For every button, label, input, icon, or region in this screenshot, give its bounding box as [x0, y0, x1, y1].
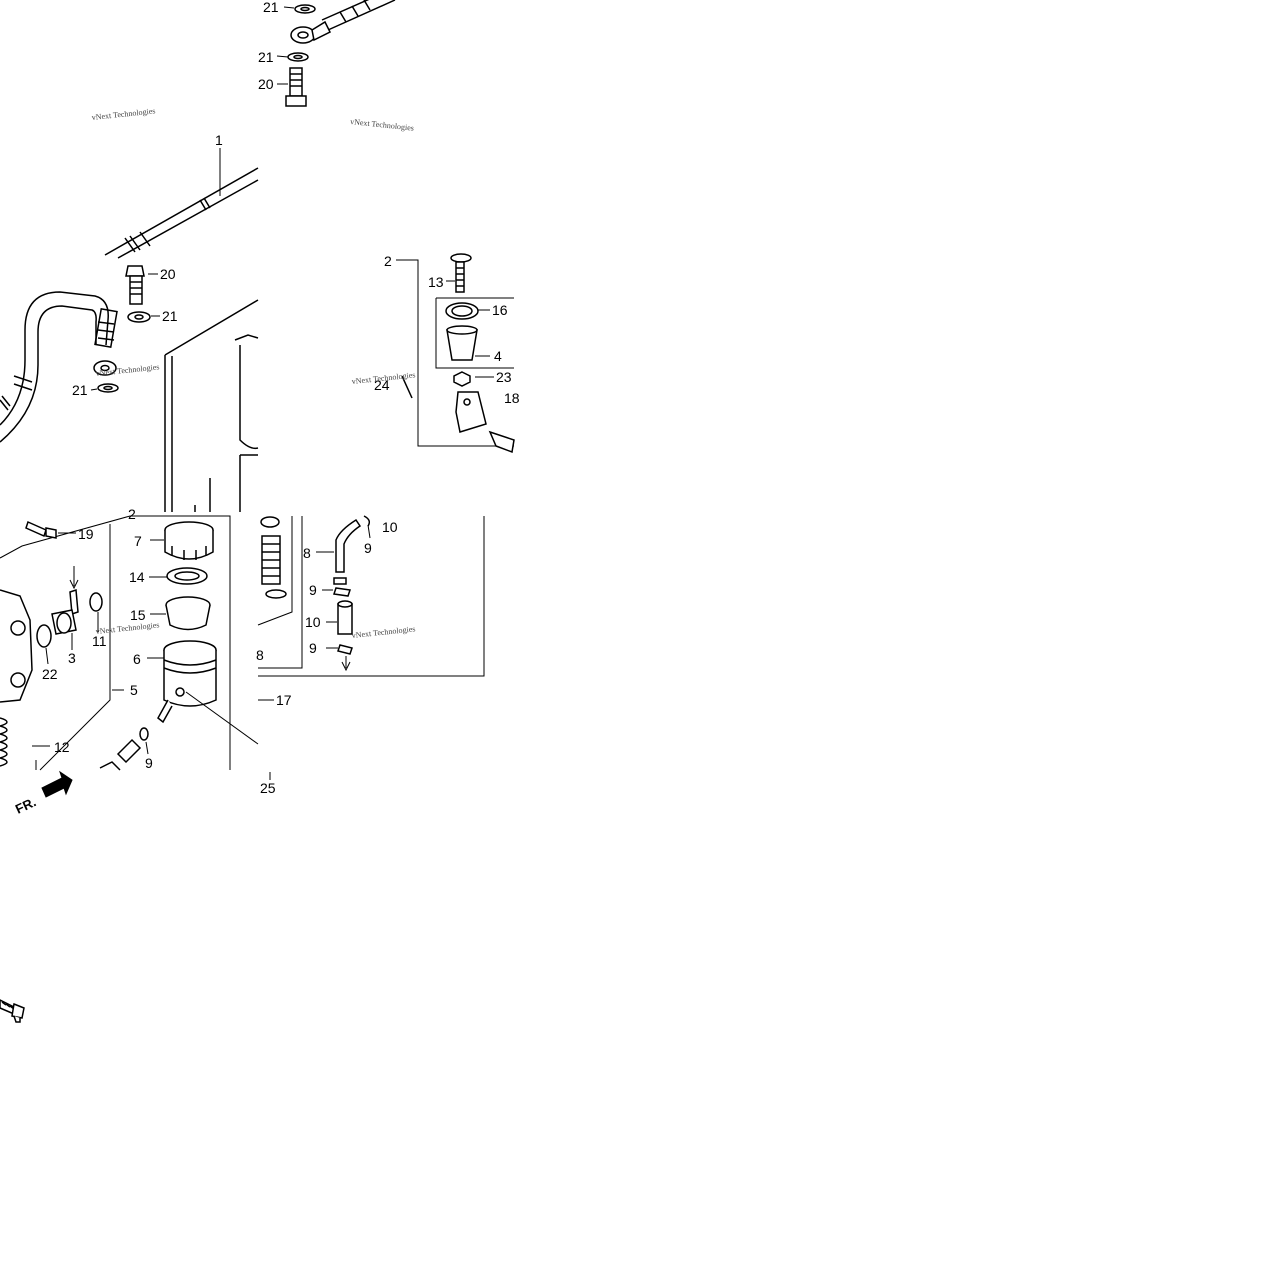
reservoir-cap-part	[164, 521, 214, 631]
panel-hose-routing: 20 21 21 vNext Technologies	[0, 265, 259, 512]
pushrod-part	[401, 253, 515, 454]
callout-label: 9	[145, 755, 153, 771]
callout-label: 21	[72, 382, 88, 398]
callout-label: 9	[364, 540, 372, 556]
panel-master-cylinder-reservoir: 19 7 14 15 6 3 11 22 5 12 9 2 vNext Tech…	[0, 506, 259, 771]
callout-label: 24	[374, 377, 390, 393]
callout-label: 8	[256, 647, 264, 663]
watermark: vNext Technologies	[351, 624, 416, 640]
front-label: FR.	[13, 794, 38, 816]
callout-label: 4	[494, 348, 502, 364]
callout-label: 16	[492, 302, 508, 318]
panel-hose-upper: 21 21 20 1 vNext Technologies vNext Tech…	[91, 0, 415, 259]
piston-seal-part	[260, 516, 287, 599]
watermark: vNext Technologies	[95, 620, 160, 636]
callout-label: 12	[54, 739, 70, 755]
callout-label: 18	[504, 390, 520, 406]
callout-label: 8	[303, 545, 311, 561]
callout-label: 3	[68, 650, 76, 666]
front-direction-marker: FR.	[13, 770, 73, 817]
callout-label: 15	[130, 607, 146, 623]
callout-label: 21	[162, 308, 178, 324]
callout-label: 13	[428, 274, 444, 290]
bolt-part	[0, 999, 25, 1023]
banjo-bolt-part	[93, 265, 151, 393]
panel-reservoir-hose: 10 9 8 9 10 9 8 17 25 vNext Technologies	[256, 515, 485, 796]
cylinder-body-part	[164, 299, 259, 512]
callout-label: 21	[263, 0, 279, 15]
callout-label: 21	[258, 49, 274, 65]
callout-label: 9	[309, 582, 317, 598]
callout-label: 10	[382, 519, 398, 535]
panel-pushrod-clevis: 2 13 16 4 23 24 18 vNext Technologies	[351, 253, 520, 454]
reservoir-hose-part	[333, 515, 371, 655]
reservoir-part	[157, 640, 217, 724]
watermark: vNext Technologies	[91, 106, 156, 122]
callout-label: 14	[129, 569, 145, 585]
brake-hose-part	[104, 0, 396, 259]
callout-label: 6	[133, 651, 141, 667]
callout-label: 17	[276, 692, 292, 708]
brake-hose-part	[0, 291, 118, 443]
callout-label: 11	[92, 633, 107, 649]
joint-part	[0, 588, 149, 771]
banjo-fitting-part	[285, 4, 332, 107]
watermark: vNext Technologies	[350, 117, 415, 133]
callout-label: 7	[134, 533, 142, 549]
callout-label: 2	[384, 253, 392, 269]
callout-label: 20	[160, 266, 176, 282]
bolt-part	[25, 520, 57, 539]
callout-label: 25	[260, 780, 276, 796]
callout-label: 2	[128, 506, 136, 522]
callout-label: 22	[42, 666, 58, 682]
callout-label: 23	[496, 369, 512, 385]
callout-label: 20	[258, 76, 274, 92]
callout-label: 9	[309, 640, 317, 656]
callout-label: 5	[130, 682, 138, 698]
arrow-icon	[41, 770, 73, 798]
callout-label: 1	[215, 132, 223, 148]
callout-label: 19	[78, 526, 94, 542]
callout-label: 10	[305, 614, 321, 630]
